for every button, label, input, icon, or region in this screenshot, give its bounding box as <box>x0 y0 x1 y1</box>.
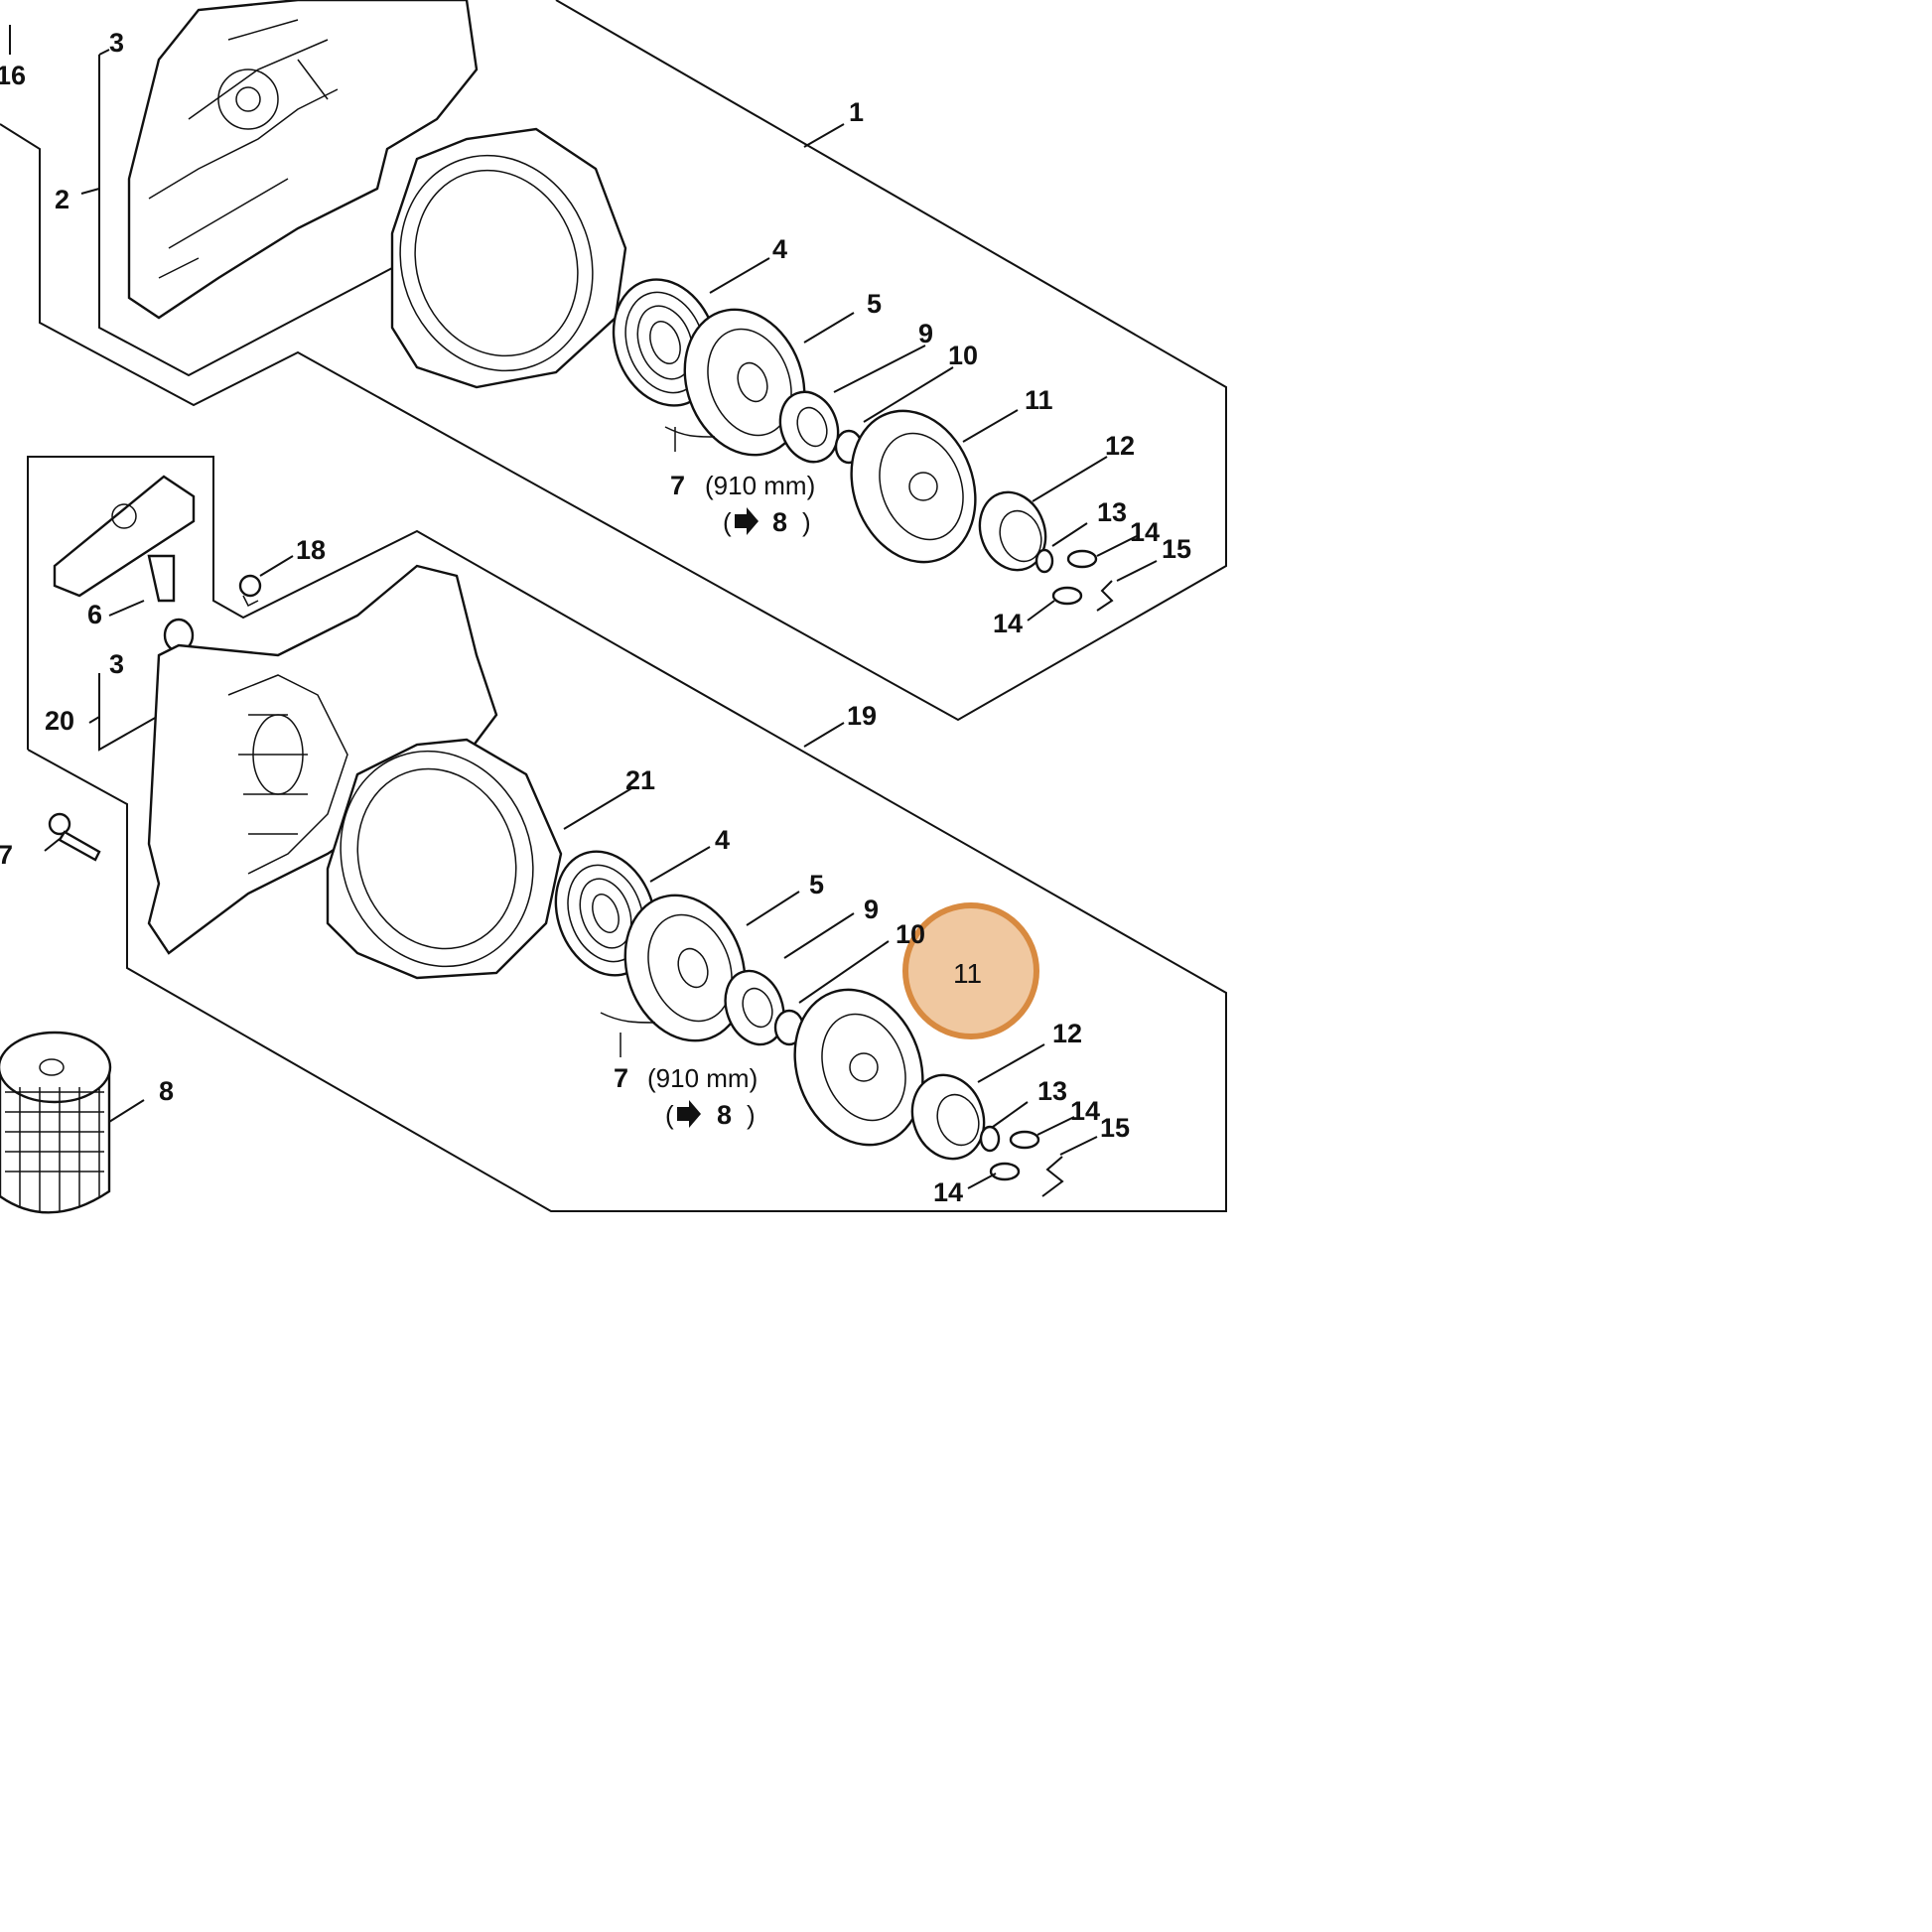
rope-spool <box>0 1031 112 1214</box>
rope-length-bottom: (910 mm) <box>647 1063 758 1093</box>
callout-18[interactable]: 18 <box>296 535 326 565</box>
callout-4-bottom[interactable]: 4 <box>715 825 730 855</box>
leader-lines-bottom <box>44 555 1098 1189</box>
callout-6[interactable]: 6 <box>87 600 102 629</box>
pin-top <box>1066 549 1098 569</box>
callout-14-bottom-a[interactable]: 14 <box>1070 1096 1100 1126</box>
callout-15-bottom[interactable]: 15 <box>1100 1113 1130 1143</box>
rope-ref-close-bottom: ) <box>747 1100 756 1130</box>
callout-12-bottom[interactable]: 12 <box>1052 1019 1082 1048</box>
arrow-icon-top <box>735 507 759 535</box>
screw-7 <box>48 812 101 862</box>
callout-3-bottom[interactable]: 3 <box>109 649 124 679</box>
rope-length-top: (910 mm) <box>705 471 815 500</box>
screw-18 <box>238 574 262 608</box>
pin-top-2 <box>1051 586 1083 606</box>
highlight-label-11[interactable]: 11 <box>953 958 982 989</box>
callout-11-top[interactable]: 11 <box>1025 385 1053 415</box>
assembly-top: 16 3 2 1 4 5 9 10 11 12 13 14 15 14 7 (9… <box>0 0 1227 722</box>
assembly-top-outline <box>0 0 1227 722</box>
rope-ref-top[interactable]: 8 <box>772 507 787 537</box>
ring-top <box>1035 548 1054 574</box>
clip-top <box>1096 580 1114 612</box>
callout-21[interactable]: 21 <box>625 765 655 795</box>
clutch-top <box>978 490 1047 572</box>
highlight-circle[interactable] <box>902 902 1039 1039</box>
leader-lines-top <box>9 25 1158 621</box>
fan-housing-top <box>127 0 479 320</box>
callout-19[interactable]: 19 <box>847 701 877 731</box>
pawl-bottom <box>724 969 785 1046</box>
assembly-bottom-outline <box>27 456 1227 1212</box>
callout-2-top[interactable]: 2 <box>55 185 69 214</box>
callout-12-top[interactable]: 12 <box>1105 431 1135 461</box>
callout-9-top[interactable]: 9 <box>918 319 933 348</box>
callouts-bottom: 18 6 3 20 19 21 7 4 5 9 10 12 13 14 15 1… <box>0 535 1130 1207</box>
callout-5-top[interactable]: 5 <box>867 289 882 319</box>
callout-4-top[interactable]: 4 <box>772 234 787 264</box>
starter-cup-top <box>850 409 977 564</box>
rope-ref-bottom[interactable]: 8 <box>717 1100 732 1130</box>
starter-cover-top <box>390 127 627 389</box>
rope-handle-bracket <box>98 673 165 752</box>
callout-10-bottom[interactable]: 10 <box>896 919 925 949</box>
callout-14-top-b[interactable]: 14 <box>993 609 1023 638</box>
callout-5-bottom[interactable]: 5 <box>809 870 824 899</box>
pawl-top <box>778 390 840 464</box>
callout-15-top[interactable]: 15 <box>1162 534 1191 564</box>
assembly-top-inner-outline <box>98 55 393 377</box>
arrow-icon-bottom <box>677 1100 701 1128</box>
starter-cover-bottom <box>326 738 563 980</box>
rope-ref-open-top: ( <box>723 507 732 537</box>
pin-bottom-2 <box>989 1162 1021 1181</box>
callout-16-top[interactable]: 16 <box>0 61 26 90</box>
callout-13-bottom[interactable]: 13 <box>1037 1076 1067 1106</box>
callout-10-top[interactable]: 10 <box>948 341 978 370</box>
callout-7-bottom[interactable]: 7 <box>614 1063 628 1093</box>
callout-14-top-a[interactable]: 14 <box>1130 517 1160 547</box>
starter-cup-bottom <box>793 988 924 1147</box>
callout-8[interactable]: 8 <box>159 1076 174 1106</box>
rope-ref-open-bottom: ( <box>665 1100 674 1130</box>
callout-7-top[interactable]: 7 <box>670 471 685 500</box>
rope-ref-close-top: ) <box>802 507 811 537</box>
assembly-bottom: 11 18 6 3 20 19 21 7 4 5 9 10 12 13 14 1… <box>0 456 1227 1214</box>
ring-bottom <box>979 1125 1001 1153</box>
callouts-top: 16 3 2 1 4 5 9 10 11 12 13 14 15 14 7 (9… <box>0 28 1191 638</box>
rope-handle <box>53 475 196 653</box>
callout-3-top[interactable]: 3 <box>109 28 124 58</box>
highlight-marker-11[interactable]: 11 <box>902 902 1039 1039</box>
callout-14-bottom-b[interactable]: 14 <box>933 1177 963 1207</box>
callout-20[interactable]: 20 <box>45 706 74 736</box>
callout-1-top[interactable]: 1 <box>849 97 864 127</box>
callout-9-bottom[interactable]: 9 <box>864 895 879 924</box>
pin-bottom <box>1009 1130 1040 1150</box>
callout-13-top[interactable]: 13 <box>1097 497 1127 527</box>
rope-rotor-top <box>664 308 806 457</box>
callout-7-screw[interactable]: 7 <box>0 840 13 870</box>
clutch-bottom <box>910 1073 986 1161</box>
clip-bottom <box>1041 1156 1064 1197</box>
rope-rotor-bottom <box>600 894 747 1057</box>
